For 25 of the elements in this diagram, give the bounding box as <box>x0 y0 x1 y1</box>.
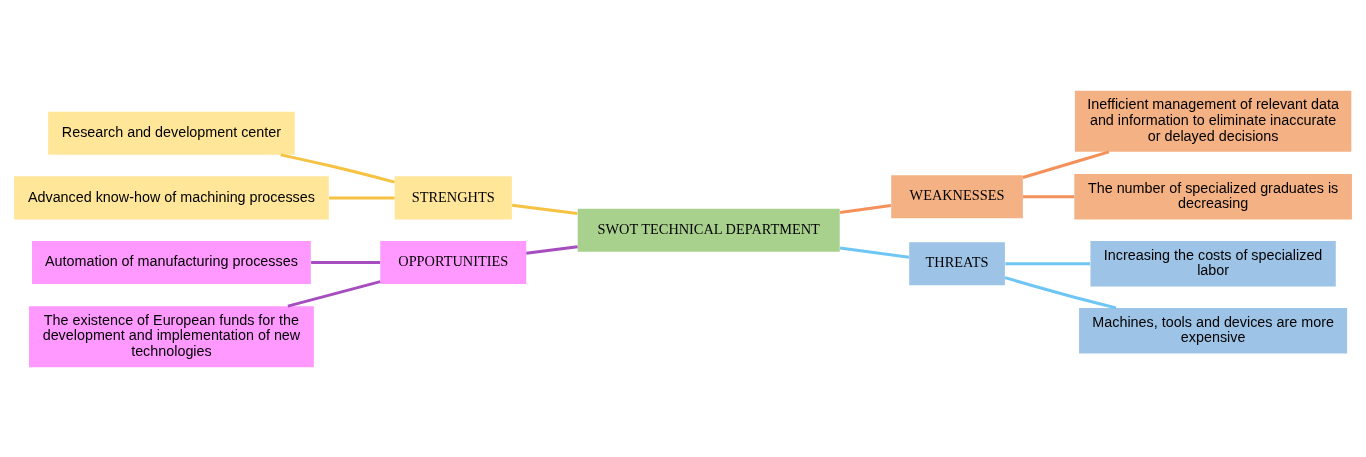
connector <box>1022 149 1110 179</box>
connector <box>1004 275 1117 309</box>
node-box: WEAKNESSES <box>891 174 1023 218</box>
node-box: Inefficient management of relevant data and information to eliminate inaccurate or delayed decisions <box>1074 90 1352 152</box>
node-box: Machines, tools and devices are more expensive <box>1079 307 1348 353</box>
node-box: The existence of European funds for the development and implementation of new technologies <box>29 305 314 367</box>
connector <box>287 279 381 308</box>
node-box: Increasing the costs of specialized labor <box>1090 240 1336 286</box>
connector <box>1022 194 1075 198</box>
connector <box>311 260 381 264</box>
connector <box>329 195 395 199</box>
connector <box>1005 261 1091 265</box>
node-box: OPPORTUNITIES <box>380 240 527 284</box>
node-box: Advanced know-how of machining processes <box>14 175 329 219</box>
connector <box>839 203 892 214</box>
connector <box>526 244 578 255</box>
node-box: THREATS <box>909 241 1005 285</box>
node-box: Research and development center <box>48 111 295 155</box>
connector <box>280 152 395 184</box>
connector <box>512 203 578 215</box>
node-box: Automation of manufacturing processes <box>32 240 311 284</box>
connector <box>839 245 910 259</box>
node-box: STRENGHTS <box>394 175 512 219</box>
node-box: The number of specialized graduates is decreasing <box>1074 173 1352 219</box>
node-box: SWOT TECHNICAL DEPARTMENT <box>577 208 840 252</box>
